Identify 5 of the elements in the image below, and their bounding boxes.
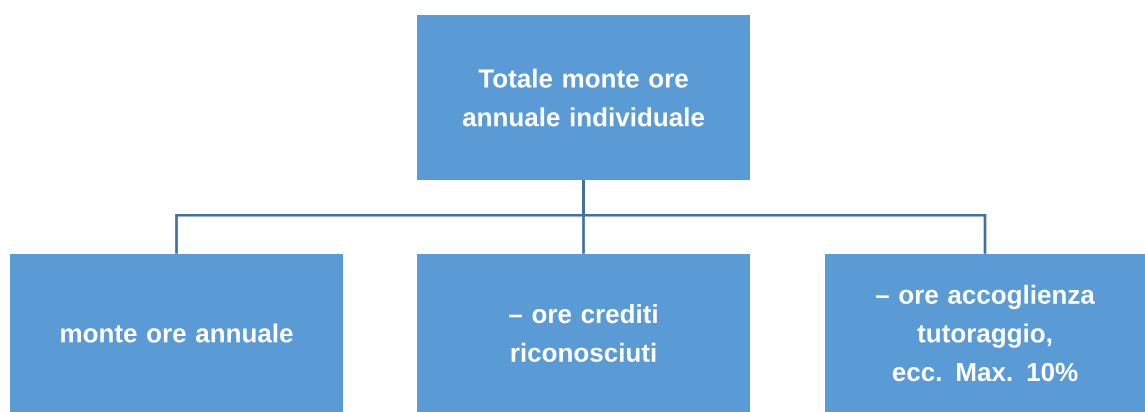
text-box: monte ore annuale [10, 254, 343, 412]
connector [582, 180, 987, 254]
text-box: – ore crediti riconosciuti [417, 254, 750, 412]
text-box: Totale monte ore annuale individuale [417, 15, 750, 180]
text-box: – ore accoglienza tutoraggio, ecc. Max. 10% [825, 254, 1145, 412]
